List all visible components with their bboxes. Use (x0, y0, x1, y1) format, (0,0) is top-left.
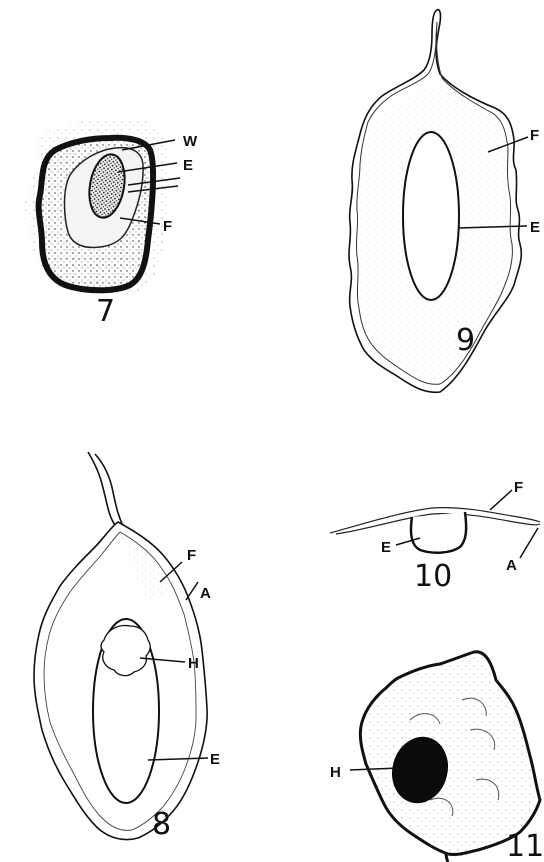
fig10-label-a: A (506, 557, 517, 574)
figure-8: F A H E 8 (34, 452, 220, 842)
fig7-number: 7 (96, 294, 115, 329)
fig10-embryo (411, 512, 466, 553)
fig7-label-e: E (183, 157, 193, 174)
fig7-label-f: F (163, 218, 172, 235)
fig11-seed-body (360, 652, 540, 855)
fig11-label-h: H (330, 764, 341, 781)
fig8-label-e: E (210, 751, 220, 768)
fig9-label-e: E (530, 219, 540, 236)
fig9-embryo (403, 132, 459, 300)
figure-11: H 11 (330, 652, 544, 862)
figure-7: W E F 7 (26, 118, 198, 330)
fig9-number: 9 (456, 323, 475, 358)
fig10-label-f: F (514, 479, 523, 496)
fig8-hole (101, 626, 150, 676)
fig11-number: 11 (506, 829, 544, 862)
fig8-number: 8 (152, 807, 171, 842)
fig7-label-w: W (183, 133, 198, 150)
figure-9: F E 9 (349, 10, 540, 393)
fig10-number: 10 (414, 559, 452, 594)
fig9-label-f: F (530, 127, 539, 144)
fig8-stalk (88, 452, 124, 528)
fig10-label-e: E (381, 539, 391, 556)
fig8-label-f: F (187, 547, 196, 564)
fig8-label-a: A (200, 585, 211, 602)
fig8-label-h: H (188, 655, 199, 672)
figure-10: F E A 10 (330, 479, 540, 594)
